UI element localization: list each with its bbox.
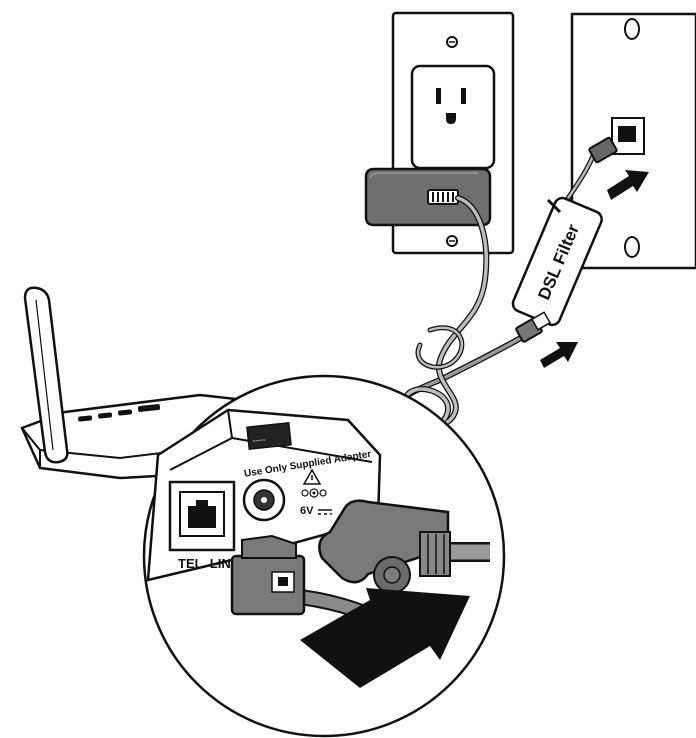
power-jack: [242, 478, 286, 522]
voltage-label: 6V: [300, 505, 314, 517]
warning-triangle-icon: [302, 468, 322, 485]
phone-wall-plate: [570, 12, 696, 270]
filter-top-plug: [546, 136, 618, 214]
large-arrow-icon: [300, 588, 470, 688]
tel-line-label: TEL. LINE: [178, 556, 240, 571]
router-rear-panel: ~~~ Use Only Supplied Adapter TEL. LINE …: [146, 408, 382, 582]
power-plug: [318, 499, 490, 594]
arrow-icon: [607, 170, 649, 200]
filter-bottom-plug: [515, 311, 552, 343]
tel-line-jack: [168, 480, 236, 552]
router-antenna: [23, 286, 69, 464]
brand-logo-icon: ~~~: [252, 435, 267, 445]
power-adapter: [364, 167, 492, 227]
polarity-symbol-icon: [301, 488, 327, 498]
arrow-icon: [540, 342, 578, 368]
